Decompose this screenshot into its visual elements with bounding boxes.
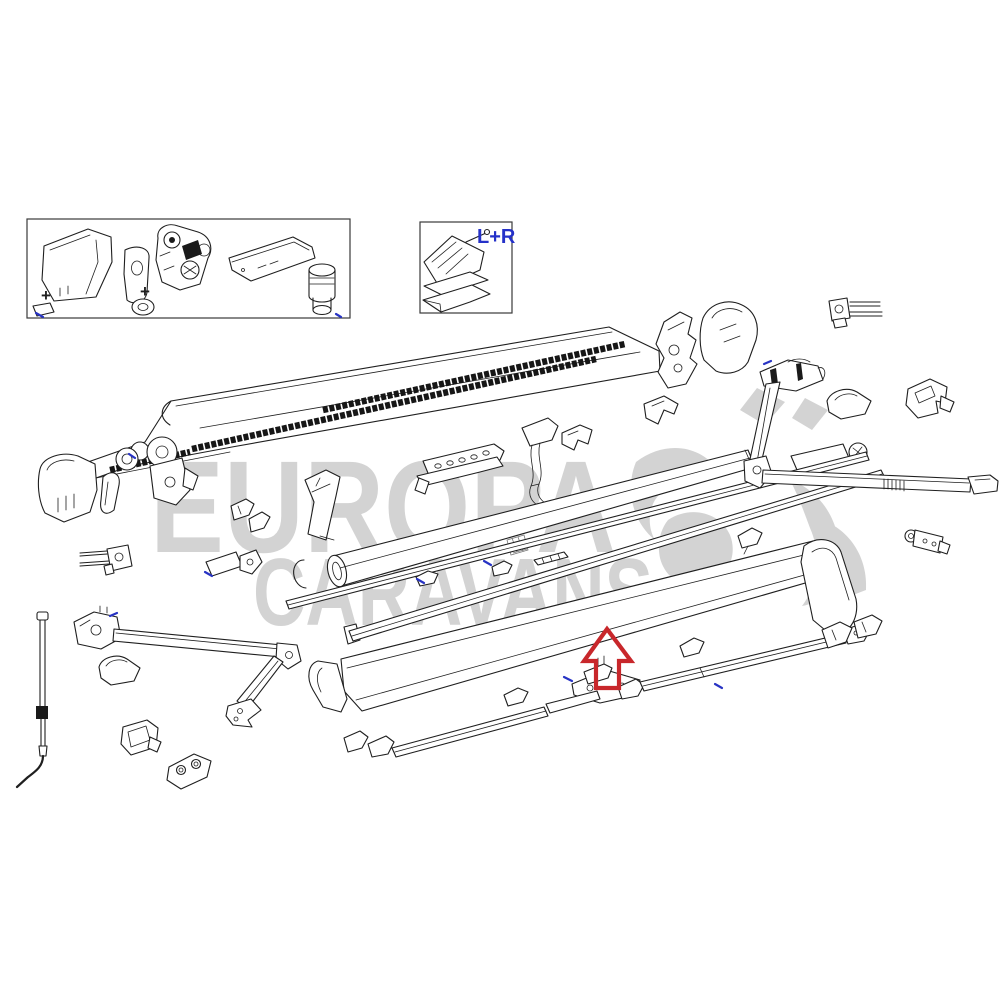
end-cap-housing [41, 228, 113, 302]
cover-profile-long [422, 284, 491, 313]
end-cap-cover [123, 246, 150, 304]
support-bracket [643, 395, 679, 425]
mounting-bracket [423, 228, 491, 289]
tension-rafter-front [343, 690, 601, 758]
clamp-brackets [230, 498, 271, 533]
wall-mount-bracket [166, 753, 212, 790]
wall-bracket [304, 469, 341, 541]
selected-part-arrow [579, 625, 636, 691]
inset-motor-kit: + + [26, 218, 351, 319]
callout-ticks [34, 311, 773, 690]
lead-rail-clips [503, 527, 763, 707]
hinge-parts-bottom-right [821, 614, 883, 649]
plus-marker: + [41, 286, 51, 305]
gear-hub [146, 436, 199, 506]
rail-clamp [561, 424, 593, 451]
arm-cover-right [826, 388, 872, 420]
roller-adapter [308, 263, 336, 316]
roller-spigot [205, 549, 263, 577]
right-spring-arm [743, 381, 999, 495]
left-spring-arm [73, 605, 302, 710]
plus-marker: + [140, 282, 150, 301]
inset-bracket-kit: L+R [419, 221, 516, 314]
end-cap-inner-cover [100, 472, 120, 514]
left-end-cap [37, 453, 98, 523]
housing-right-bracket [655, 311, 698, 389]
rod-bracket-left [79, 544, 133, 576]
mounting-channel [414, 456, 504, 495]
arm-claw-bracket-left [120, 719, 162, 756]
retainer-ring [131, 298, 155, 316]
arm-claw-bracket [905, 378, 955, 419]
arm-foot [225, 698, 262, 728]
circlip [293, 559, 307, 589]
arm-cover-left [98, 655, 141, 686]
clutch-disc [115, 441, 150, 471]
motor-assembly [155, 224, 212, 291]
gearbox-end-cap [699, 301, 758, 374]
left-right-label: L+R [477, 226, 516, 248]
hinge-bracket [904, 529, 951, 555]
lead-rail-left-cap [308, 660, 348, 713]
control-box [228, 236, 316, 282]
cover-profile-short [423, 271, 489, 296]
rod-bracket-right [828, 297, 883, 329]
crank-handle [15, 611, 49, 789]
